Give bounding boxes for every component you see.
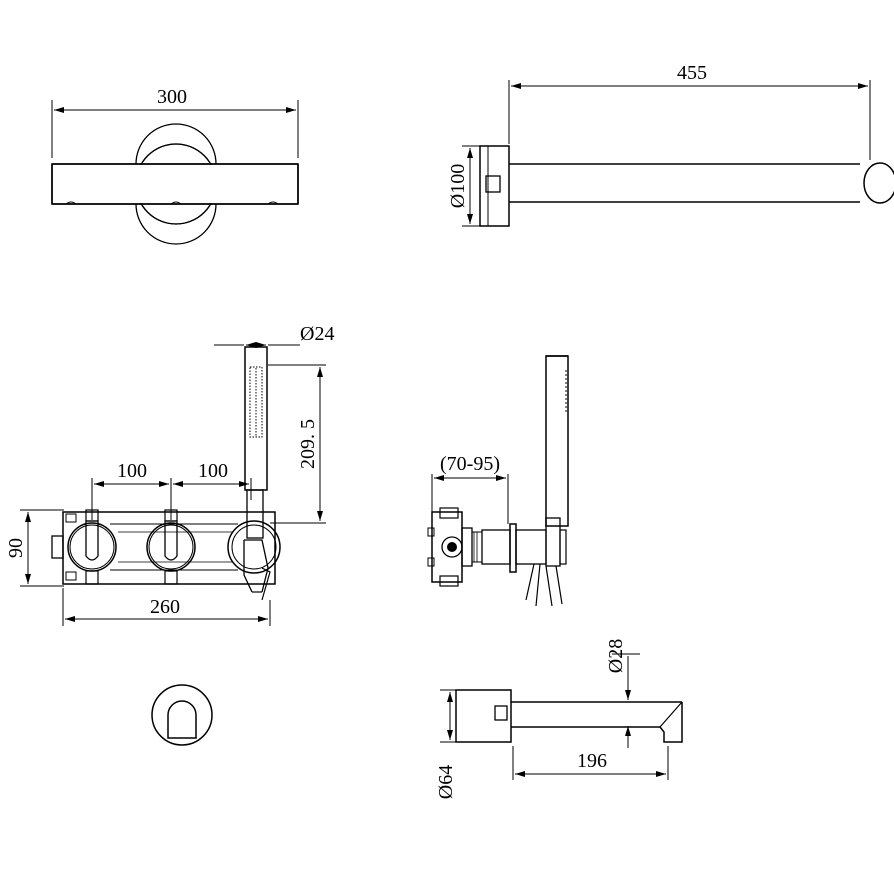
dim-d100-label: Ø100 xyxy=(447,164,469,208)
dim-455-label: 455 xyxy=(677,62,707,84)
dim-196-label: 196 xyxy=(577,750,607,772)
dim-d64-label: Ø64 xyxy=(435,765,457,799)
dim-70-95-label: (70-95) xyxy=(440,453,500,475)
dim-90-label: 90 xyxy=(5,538,27,558)
dim-d28-label: Ø28 xyxy=(605,639,627,673)
dim-260-label: 260 xyxy=(150,596,180,618)
spout-front-view xyxy=(151,684,213,746)
dim-100-left-label: 100 xyxy=(117,460,147,482)
valve-middle xyxy=(146,509,196,585)
dim-209-label: 209. 5 xyxy=(297,419,319,469)
valve-right-outlet xyxy=(227,489,281,601)
arm-top-view: 300 xyxy=(51,86,299,245)
valve-side-view: (70-95) xyxy=(427,355,569,607)
dim-300-label: 300 xyxy=(157,86,187,108)
valve-left xyxy=(67,509,117,585)
dim-100-right-label: 100 xyxy=(198,460,228,482)
valve-front-view: Ø24 209. 5 100 100 90 xyxy=(5,323,334,626)
spout-side-view: Ø28 Ø64 196 xyxy=(435,639,683,799)
dim-d24-label: Ø24 xyxy=(300,323,334,345)
arm-side-view: 455 Ø100 xyxy=(447,62,894,227)
